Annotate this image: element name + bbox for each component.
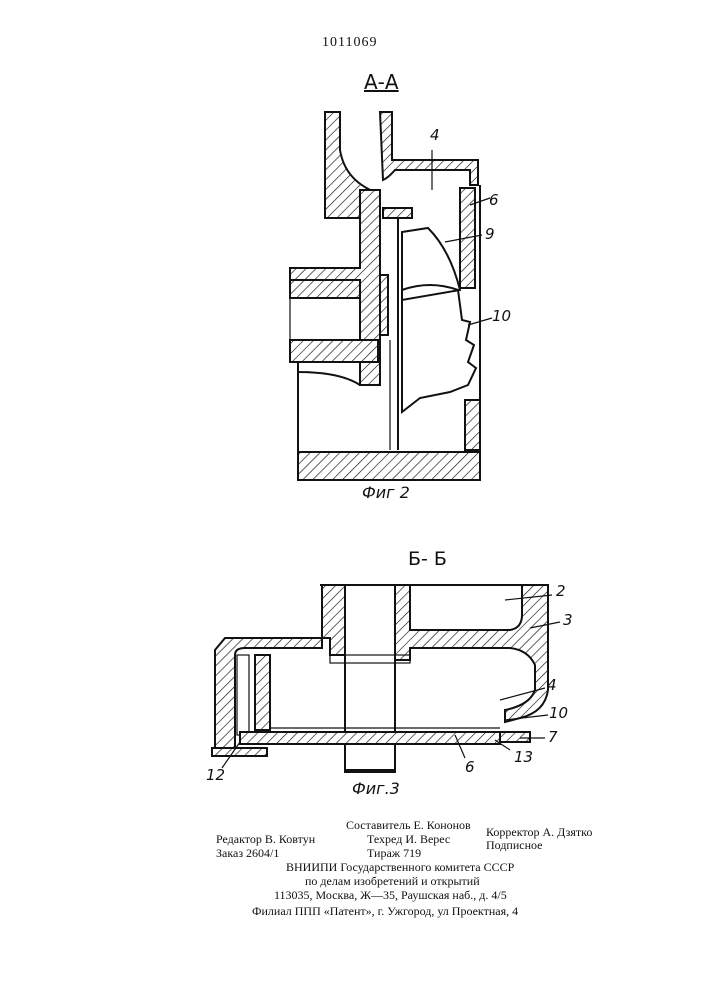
fig3-flange-right — [500, 732, 530, 742]
section-bb-title: Б- Б — [408, 548, 447, 570]
footer-corrector: Корректор А. Дзятко — [486, 825, 592, 839]
footer-org2: по делам изобретений и открытий — [305, 874, 480, 888]
fig2-blade-10 — [402, 285, 476, 412]
fig2-label-9: 9 — [485, 227, 495, 241]
fig3-label-4: 4 — [547, 678, 557, 692]
fig3-flange-left — [212, 748, 267, 756]
fig3-label-12: 12 — [206, 768, 225, 782]
fig3-label-10: 10 — [549, 706, 568, 720]
footer-branch: Филиал ППП «Патент», г. Ужгород, ул Прое… — [252, 904, 518, 918]
fig3-label-7: 7 — [548, 730, 558, 744]
fig2-seal — [380, 275, 388, 335]
footer-circulation: Тираж 719 — [367, 846, 421, 860]
fig2-label-6: 6 — [489, 193, 499, 207]
footer-org1: ВНИИПИ Государственного комитета СССР — [286, 860, 514, 874]
document-number: 1011069 — [322, 36, 377, 50]
fig3-label-6: 6 — [465, 760, 475, 774]
fig2-cover-lower — [465, 400, 480, 450]
fig3-label-3: 3 — [563, 613, 573, 627]
fig2-partition — [383, 208, 412, 218]
fig3-caption: Фиг.3 — [352, 782, 400, 796]
fig3-inner-wall — [255, 655, 270, 730]
fig3-plate-6 — [240, 732, 500, 744]
footer-address: 113035, Москва, Ж—35, Раушская наб., д. … — [274, 888, 507, 902]
figure-2-drawing — [290, 112, 492, 480]
fig3-label-13: 13 — [514, 750, 533, 764]
fig2-caption: Фиг 2 — [362, 486, 410, 500]
fig3-housing-left — [215, 585, 345, 750]
footer-tech: Техред И. Верес — [367, 832, 450, 846]
footer-order: Заказ 2604/1 — [216, 846, 279, 860]
fig2-blade-9 — [402, 228, 460, 300]
fig3-housing-right — [395, 585, 548, 722]
fig2-label-4: 4 — [430, 128, 440, 142]
fig2-base — [298, 452, 480, 480]
fig2-pipe-lower — [290, 340, 378, 362]
figure-3-drawing — [212, 585, 560, 772]
fig3-label-2: 2 — [556, 584, 566, 598]
fig2-inlet-wall-right — [380, 112, 478, 185]
fig2-label-10: 10 — [492, 309, 511, 323]
footer-compiler: Составитель Е. Кононов — [346, 818, 471, 832]
footer-subscription: Подписное — [486, 838, 543, 852]
footer-editor: Редактор В. Ковтун — [216, 832, 315, 846]
section-aa-title: А-А — [364, 70, 399, 94]
fig2-pipe-upper — [290, 280, 360, 298]
